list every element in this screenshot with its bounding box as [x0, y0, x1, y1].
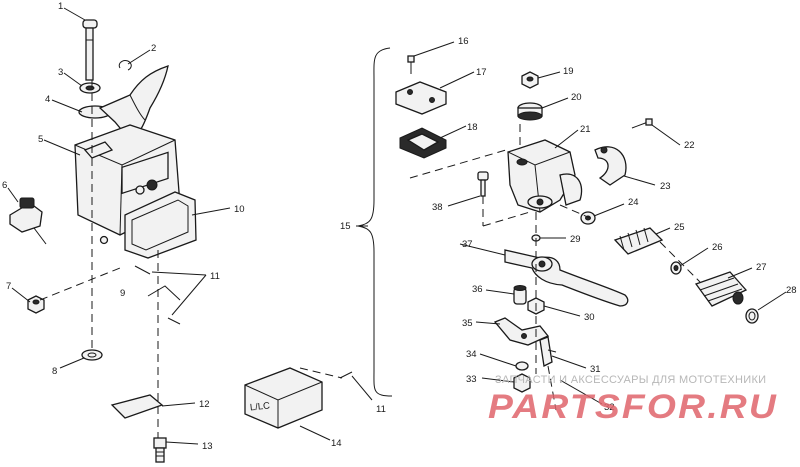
part-bushing-20: [517, 102, 543, 121]
part-nut-33: [513, 373, 531, 393]
part-cover-17: [395, 81, 447, 115]
callout-30: 30: [584, 312, 595, 323]
brace-15: [357, 47, 393, 397]
part-spacer-36: [513, 285, 527, 305]
part-clip-2: [118, 60, 132, 71]
callout-17: 17: [476, 67, 487, 78]
callout-26: 26: [712, 242, 723, 253]
callout-23: 23: [660, 181, 671, 192]
part-plate-12: [110, 394, 164, 419]
callout-28: 28: [786, 285, 797, 296]
callout-22: 22: [684, 140, 695, 151]
callout-25: 25: [674, 222, 685, 233]
callout-27: 27: [756, 262, 767, 273]
callout-19: 19: [563, 66, 574, 77]
part-spring-25: [613, 227, 664, 255]
callout-35: 35: [462, 318, 473, 329]
leader-lines-left: [7, 7, 373, 445]
part-master-cylinder-21: [507, 139, 583, 213]
part-screw-16: [407, 55, 415, 74]
part-screw-38: [477, 171, 489, 197]
part-screws-11: [99, 235, 181, 325]
callout-6: 6: [2, 180, 7, 191]
callout-31: 31: [590, 364, 601, 375]
part-fitting-13: [153, 437, 167, 463]
callout-32: 32: [604, 402, 615, 413]
part-washer-3: [79, 82, 101, 94]
watermark-caption: ЗАПЧАСТИ И АКСЕССУАРЫ ДЛЯ МОТОТЕХНИКИ: [495, 374, 766, 386]
callout-34: 34: [466, 349, 477, 360]
callout-11b: 11: [376, 404, 386, 415]
callout-29: 29: [570, 234, 581, 245]
callout-20: 20: [571, 92, 582, 103]
watermark: ЗАПЧАСТИ И АКСЕССУАРЫ ДЛЯ МОТОТЕХНИКИ PA…: [488, 374, 778, 426]
part-label-plate-14: L/LC: [244, 367, 323, 429]
callout-36: 36: [472, 284, 483, 295]
callout-8: 8: [52, 366, 57, 377]
callout-14: 14: [331, 438, 342, 449]
part-switch-31: [539, 336, 557, 367]
part-cover-10: [124, 191, 197, 259]
callout-16: 16: [458, 36, 469, 47]
callout-11a: 11: [210, 271, 220, 282]
part-clip-8: [81, 349, 103, 361]
callout-12: 12: [199, 399, 210, 410]
watermark-logo: PARTSFOR.RU: [488, 388, 778, 426]
part-washer-26: [670, 261, 682, 275]
callout-3: 3: [58, 67, 63, 78]
callout-7: 7: [6, 281, 11, 292]
callout-10: 10: [234, 204, 245, 215]
callout-38: 38: [432, 202, 443, 213]
part-piston-27: [694, 271, 748, 307]
callout-18: 18: [467, 122, 478, 133]
part-oring-28: [745, 308, 759, 324]
part-diaphragm-18: [399, 127, 447, 159]
part-cap-19: [521, 71, 539, 89]
callout-2: 2: [151, 43, 156, 54]
part-screw-11-lower: [339, 371, 353, 379]
callout-9: 9: [120, 288, 125, 299]
label-plate-text: L/LC: [249, 400, 270, 413]
part-washer-24: [580, 211, 596, 225]
callout-21: 21: [580, 124, 591, 135]
callout-37: 37: [462, 239, 473, 250]
part-switch-6: [9, 197, 47, 245]
callout-4: 4: [45, 94, 50, 105]
callout-1: 1: [58, 1, 63, 12]
part-clamp-23: [594, 146, 627, 186]
part-bracket-35: [493, 317, 550, 346]
part-nut-7: [27, 295, 45, 314]
part-screw-22: [631, 118, 653, 129]
callout-24: 24: [628, 197, 639, 208]
callout-15: 15: [340, 221, 351, 232]
part-bolt-1: [82, 19, 98, 81]
callout-labels: 1 2 3 4 5 6 7 8 9 10 11 11 12 13 14 15 1…: [2, 1, 797, 452]
callout-13: 13: [202, 441, 213, 452]
callout-5: 5: [38, 134, 43, 145]
callout-33: 33: [466, 374, 477, 385]
leader-lines-right: [356, 41, 787, 411]
part-washer-34: [515, 361, 529, 371]
